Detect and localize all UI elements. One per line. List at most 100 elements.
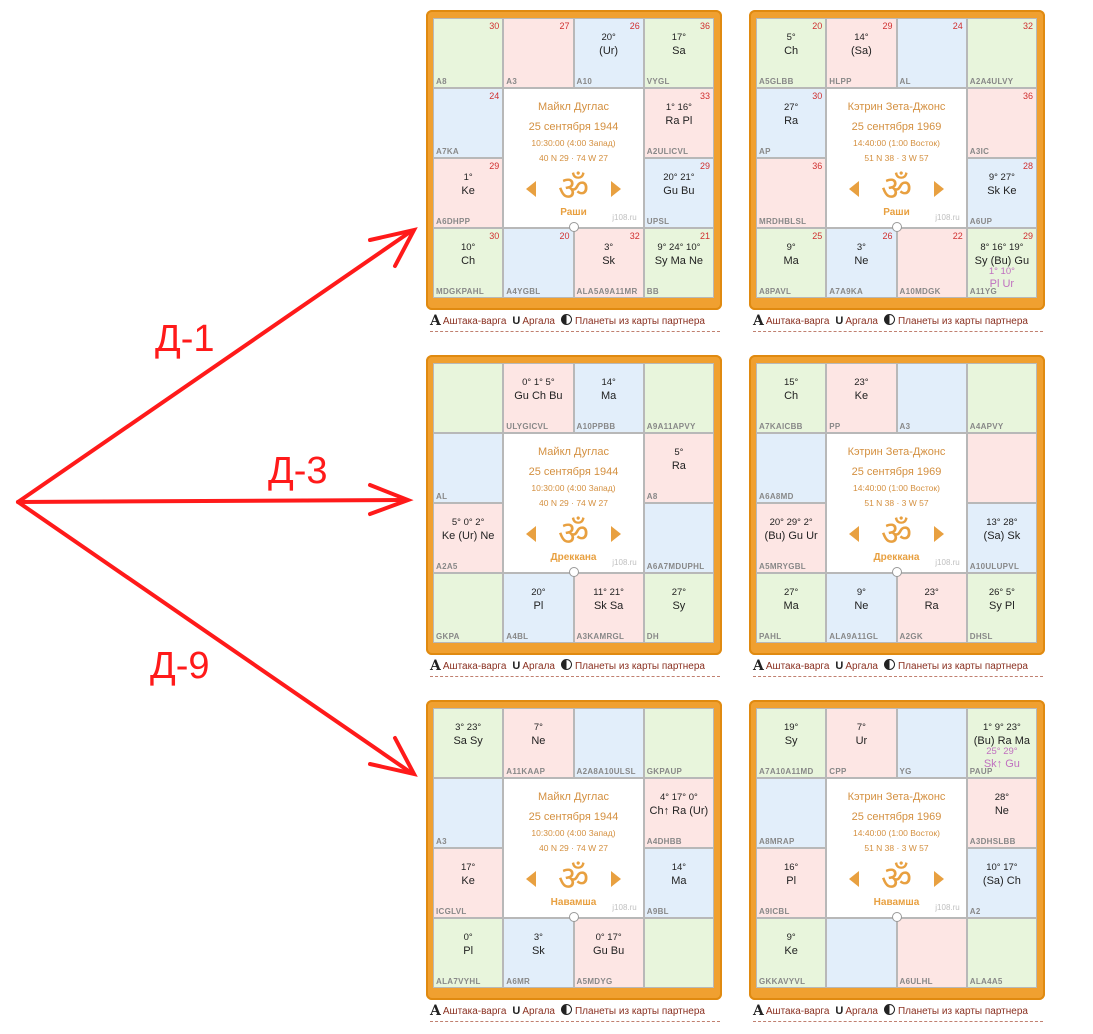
house-cell[interactable] (826, 918, 897, 988)
partner-link[interactable]: Планеты из карты партнера (897, 1006, 1028, 1017)
prev-chart-icon[interactable] (849, 526, 860, 542)
house-cell[interactable]: A3 (896, 363, 967, 433)
house-cell[interactable] (643, 918, 714, 988)
argala-link[interactable]: Аргала (522, 661, 555, 672)
next-chart-icon[interactable] (933, 181, 944, 197)
house-cell[interactable]: A6A8MD (756, 433, 827, 503)
ashtaka-link[interactable]: Аштака-варга (442, 661, 507, 672)
house-cell[interactable]: AL (433, 433, 504, 503)
house-cell[interactable]: A4APVY (966, 363, 1037, 433)
clock-icon[interactable] (568, 222, 579, 232)
argala-link[interactable]: Аргала (845, 316, 878, 327)
partner-link[interactable]: Планеты из карты партнера (897, 316, 1028, 327)
house-cell[interactable]: A9A11APVY (643, 363, 714, 433)
prev-chart-icon[interactable] (849, 871, 860, 887)
partner-link[interactable]: Планеты из карты партнера (897, 661, 1028, 672)
next-chart-icon[interactable] (933, 871, 944, 887)
clock-icon[interactable] (568, 912, 579, 922)
next-chart-icon[interactable] (933, 526, 944, 542)
argala-link[interactable]: Аргала (522, 316, 555, 327)
next-chart-icon[interactable] (610, 871, 621, 887)
prev-chart-icon[interactable] (526, 871, 537, 887)
prev-chart-icon[interactable] (526, 526, 537, 542)
house-cell[interactable]: A6A7MDUPHL (643, 503, 714, 573)
house-cell[interactable]: A6ULHL (896, 918, 967, 988)
house-cell[interactable]: GKPAUP (643, 708, 714, 778)
house-cell[interactable]: YG (896, 708, 967, 778)
ashtaka-link[interactable]: Аштака-варга (442, 316, 507, 327)
ashtaka-link[interactable]: Аштака-варга (442, 1006, 507, 1017)
partner-link[interactable]: Планеты из карты партнера (574, 1006, 705, 1017)
clock-icon[interactable] (568, 567, 579, 577)
house-cell[interactable]: A3 (433, 778, 504, 848)
house-cell[interactable]: 3° 23°Sa Sy (433, 708, 504, 778)
house-cell[interactable] (433, 363, 504, 433)
next-chart-icon[interactable] (610, 181, 621, 197)
house-cell[interactable] (966, 433, 1037, 503)
partner-link[interactable]: Планеты из карты партнера (574, 316, 705, 327)
prev-chart-icon[interactable] (526, 181, 537, 197)
argala-link[interactable]: Аргала (845, 1006, 878, 1017)
ashtaka-link[interactable]: Аштака-варга (765, 1006, 830, 1017)
clock-icon[interactable] (891, 567, 902, 577)
house-cell[interactable]: A2A8A10ULSL (573, 708, 644, 778)
ashtaka-link[interactable]: Аштака-варга (765, 661, 830, 672)
clock-icon[interactable] (891, 222, 902, 232)
prev-chart-icon[interactable] (849, 181, 860, 197)
house-cell[interactable]: 4° 17° 0°Ch↑ Ra (Ur)A4DHBB (643, 778, 714, 848)
next-chart-icon[interactable] (610, 526, 621, 542)
house-cell[interactable]: GKPA (433, 573, 504, 643)
house-cell[interactable]: ALA4A5 (966, 918, 1037, 988)
argala-link[interactable]: Аргала (845, 661, 878, 672)
partner-link[interactable]: Планеты из карты партнера (574, 661, 705, 672)
